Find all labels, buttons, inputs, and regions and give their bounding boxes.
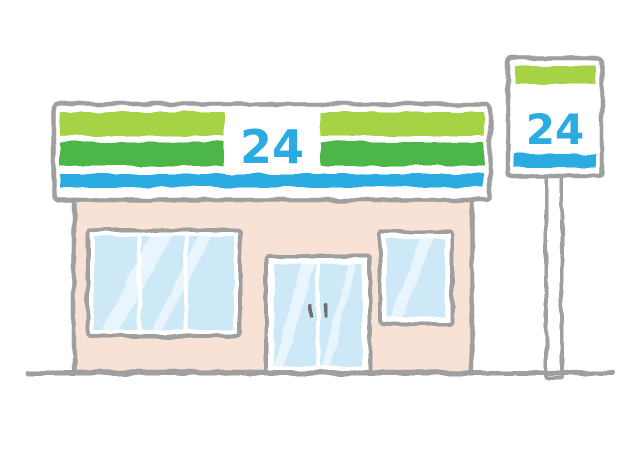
entrance-door — [264, 254, 372, 374]
right-window-shine — [391, 239, 433, 317]
left-window-shine — [102, 236, 212, 330]
pole-sign-light-green-stripe — [514, 66, 596, 84]
fascia-24-text: 24 — [240, 120, 304, 174]
door-shine — [274, 264, 356, 366]
fascia-sign — [51, 101, 493, 203]
pole-sign-board — [505, 55, 605, 179]
pole-sign-blue-stripe — [514, 154, 596, 167]
hand-drawn-layer — [25, 55, 615, 380]
fascia-24-panel — [224, 108, 320, 170]
door-handle — [308, 304, 312, 318]
door-handle — [324, 304, 328, 318]
pole-sign-24-text: 24 — [526, 105, 584, 154]
right-window — [378, 230, 454, 326]
pole-sign — [505, 55, 605, 179]
left-window — [86, 228, 242, 338]
sign-pole — [544, 174, 564, 380]
fascia-blue-stripe — [60, 174, 484, 187]
